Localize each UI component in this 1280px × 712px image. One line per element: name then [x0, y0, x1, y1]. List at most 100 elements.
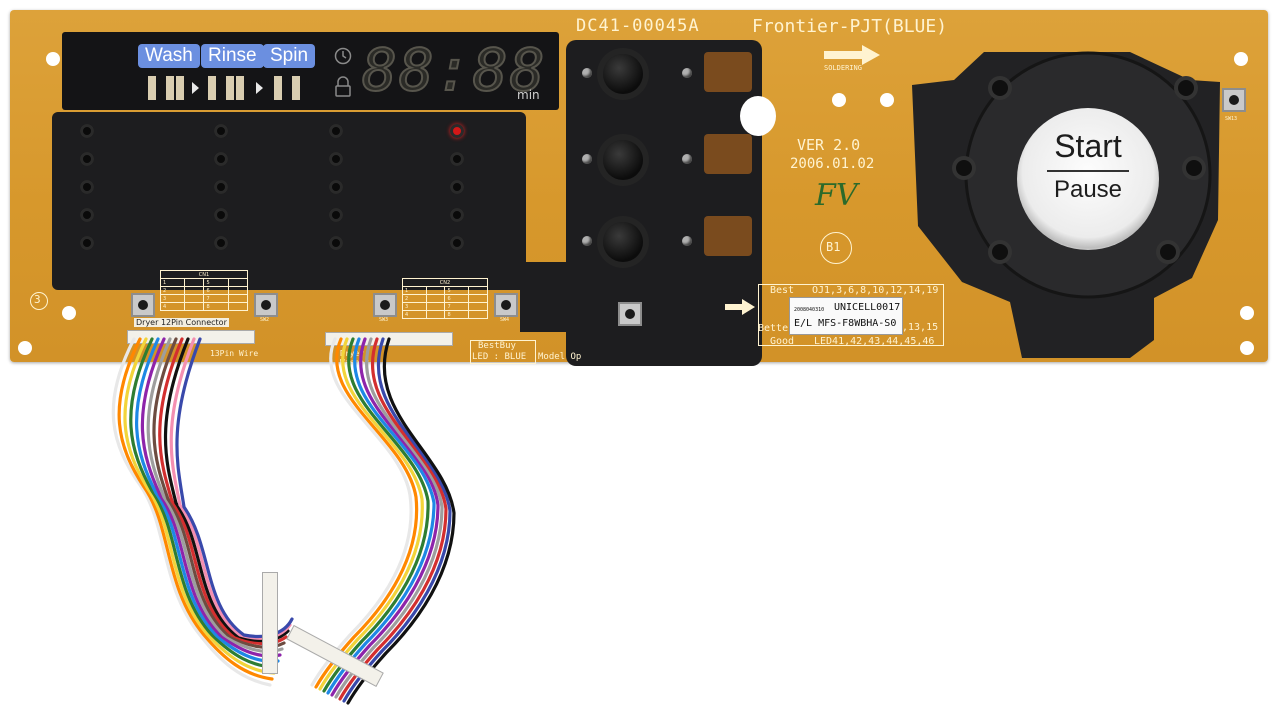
led: [582, 154, 592, 164]
led: [329, 152, 343, 166]
led: [80, 180, 94, 194]
cn2-title: CN2: [402, 278, 488, 287]
lock-icon: [333, 76, 353, 102]
mounting-hole: [46, 52, 60, 66]
sticker-line2: E/L MFS-F8WBHA-S0: [794, 318, 897, 329]
arrow-right-icon: [192, 82, 199, 94]
spin-stage-label: Spin: [263, 44, 316, 68]
good-label: Good: [770, 336, 795, 347]
led: [80, 152, 94, 166]
wash-segment: [148, 76, 156, 100]
mounting-hole: [62, 306, 76, 320]
sw-label: SW13: [1225, 116, 1238, 122]
led: [450, 124, 464, 138]
corner-mark-label: 3: [34, 293, 41, 306]
option-table-box: [758, 284, 944, 346]
led: [329, 236, 343, 250]
dial-stud: [992, 244, 1008, 260]
led: [329, 124, 343, 138]
dial-stud: [992, 80, 1008, 96]
led: [450, 236, 464, 250]
led: [214, 236, 228, 250]
model-name: Frontier-PJT(BLUE): [752, 16, 948, 37]
wash-segment: [166, 76, 174, 100]
tact-switch[interactable]: [618, 302, 642, 326]
wire-harness: [100, 335, 460, 709]
clock-icon: [333, 46, 353, 70]
led-display: Wash Rinse Spin 88:88 min: [62, 32, 559, 110]
label-sticker: 2008040310 UNICELL0017 E/L MFS-F8WBHA-S0: [789, 297, 903, 335]
cn1-pin-table: CN1 1 5 2 6 3 7 4 8: [159, 270, 249, 311]
sw-label: SW2: [260, 317, 270, 323]
tact-switch[interactable]: [131, 293, 155, 317]
led: [329, 180, 343, 194]
white-clip: [740, 96, 776, 136]
led: [682, 154, 692, 164]
option-button-knob[interactable]: [603, 54, 643, 94]
date-label: 2006.01.02: [790, 156, 875, 172]
time-digits: 88:88: [361, 35, 547, 105]
part-number: DC41-00045A: [576, 16, 700, 36]
pause-label: Pause: [1053, 176, 1123, 203]
cn1-title: CN1: [160, 270, 248, 279]
led: [214, 180, 228, 194]
mounting-hole: [832, 93, 846, 107]
mounting-hole: [880, 93, 894, 107]
start-pause-button[interactable]: Start Pause: [1017, 108, 1159, 250]
bestbuy-label: BestBuy: [478, 341, 516, 351]
best-label: Best: [770, 285, 795, 296]
led: [450, 152, 464, 166]
soldering-label: SOLDERING: [824, 64, 862, 72]
rinse-segment: [208, 76, 216, 100]
wash-stage-label: Wash: [138, 44, 200, 68]
tact-switch[interactable]: [1222, 88, 1246, 112]
rinse-stage-label: Rinse: [201, 44, 264, 68]
wire-label: 13Pin Wire: [210, 349, 259, 358]
mounting-hole: [1240, 306, 1254, 320]
tact-switch[interactable]: [254, 293, 278, 317]
led: [80, 124, 94, 138]
mounting-hole: [1234, 52, 1248, 66]
dial-stud: [1160, 244, 1176, 260]
minutes-unit: min: [517, 88, 540, 102]
led: [682, 236, 692, 246]
led: [682, 68, 692, 78]
sw-label: SW3: [379, 317, 389, 323]
dial-stud: [956, 160, 972, 176]
cn2-pin-table: CN2 1 5 2 6 3 7 4 8: [402, 278, 488, 319]
better-label: Better: [758, 323, 795, 334]
tact-switch[interactable]: [373, 293, 397, 317]
circled-mark-label: B1: [826, 240, 841, 254]
amber-switch: [704, 134, 752, 174]
mounting-hole: [18, 341, 32, 355]
partial-list: ,13,15: [902, 322, 939, 333]
option-button-knob[interactable]: [603, 222, 643, 262]
soldering-arrow-icon: [822, 44, 884, 70]
handwritten-mark: FV: [815, 178, 858, 213]
led: [214, 124, 228, 138]
tact-switch[interactable]: [494, 293, 518, 317]
sticker-line1: UNICELL0017: [834, 302, 901, 313]
dial-stud: [1186, 160, 1202, 176]
led: [582, 236, 592, 246]
option-button-knob[interactable]: [603, 140, 643, 180]
amber-switch: [704, 52, 752, 92]
wash-segment: [176, 76, 184, 100]
led: [214, 208, 228, 222]
arrow-right-icon: [256, 82, 263, 94]
mounting-hole: [1240, 341, 1254, 355]
corner-mark: [30, 292, 48, 310]
led-holder-frame: [52, 112, 526, 290]
sticker-code: 2008040310: [794, 307, 825, 313]
button-holder-frame: [566, 40, 762, 366]
start-label: Start: [1054, 128, 1122, 164]
best-list: OJ1,3,6,8,10,12,14,19: [812, 285, 939, 296]
led: [80, 236, 94, 250]
model-op-label: Model Op: [538, 352, 582, 362]
led-blue-label: LED : BLUE: [472, 352, 527, 362]
led: [450, 180, 464, 194]
arrow-right-icon: [724, 298, 756, 320]
start-pause-divider: [1047, 170, 1129, 172]
rinse-segment: [226, 76, 234, 100]
bestbuy-box: [470, 340, 536, 364]
